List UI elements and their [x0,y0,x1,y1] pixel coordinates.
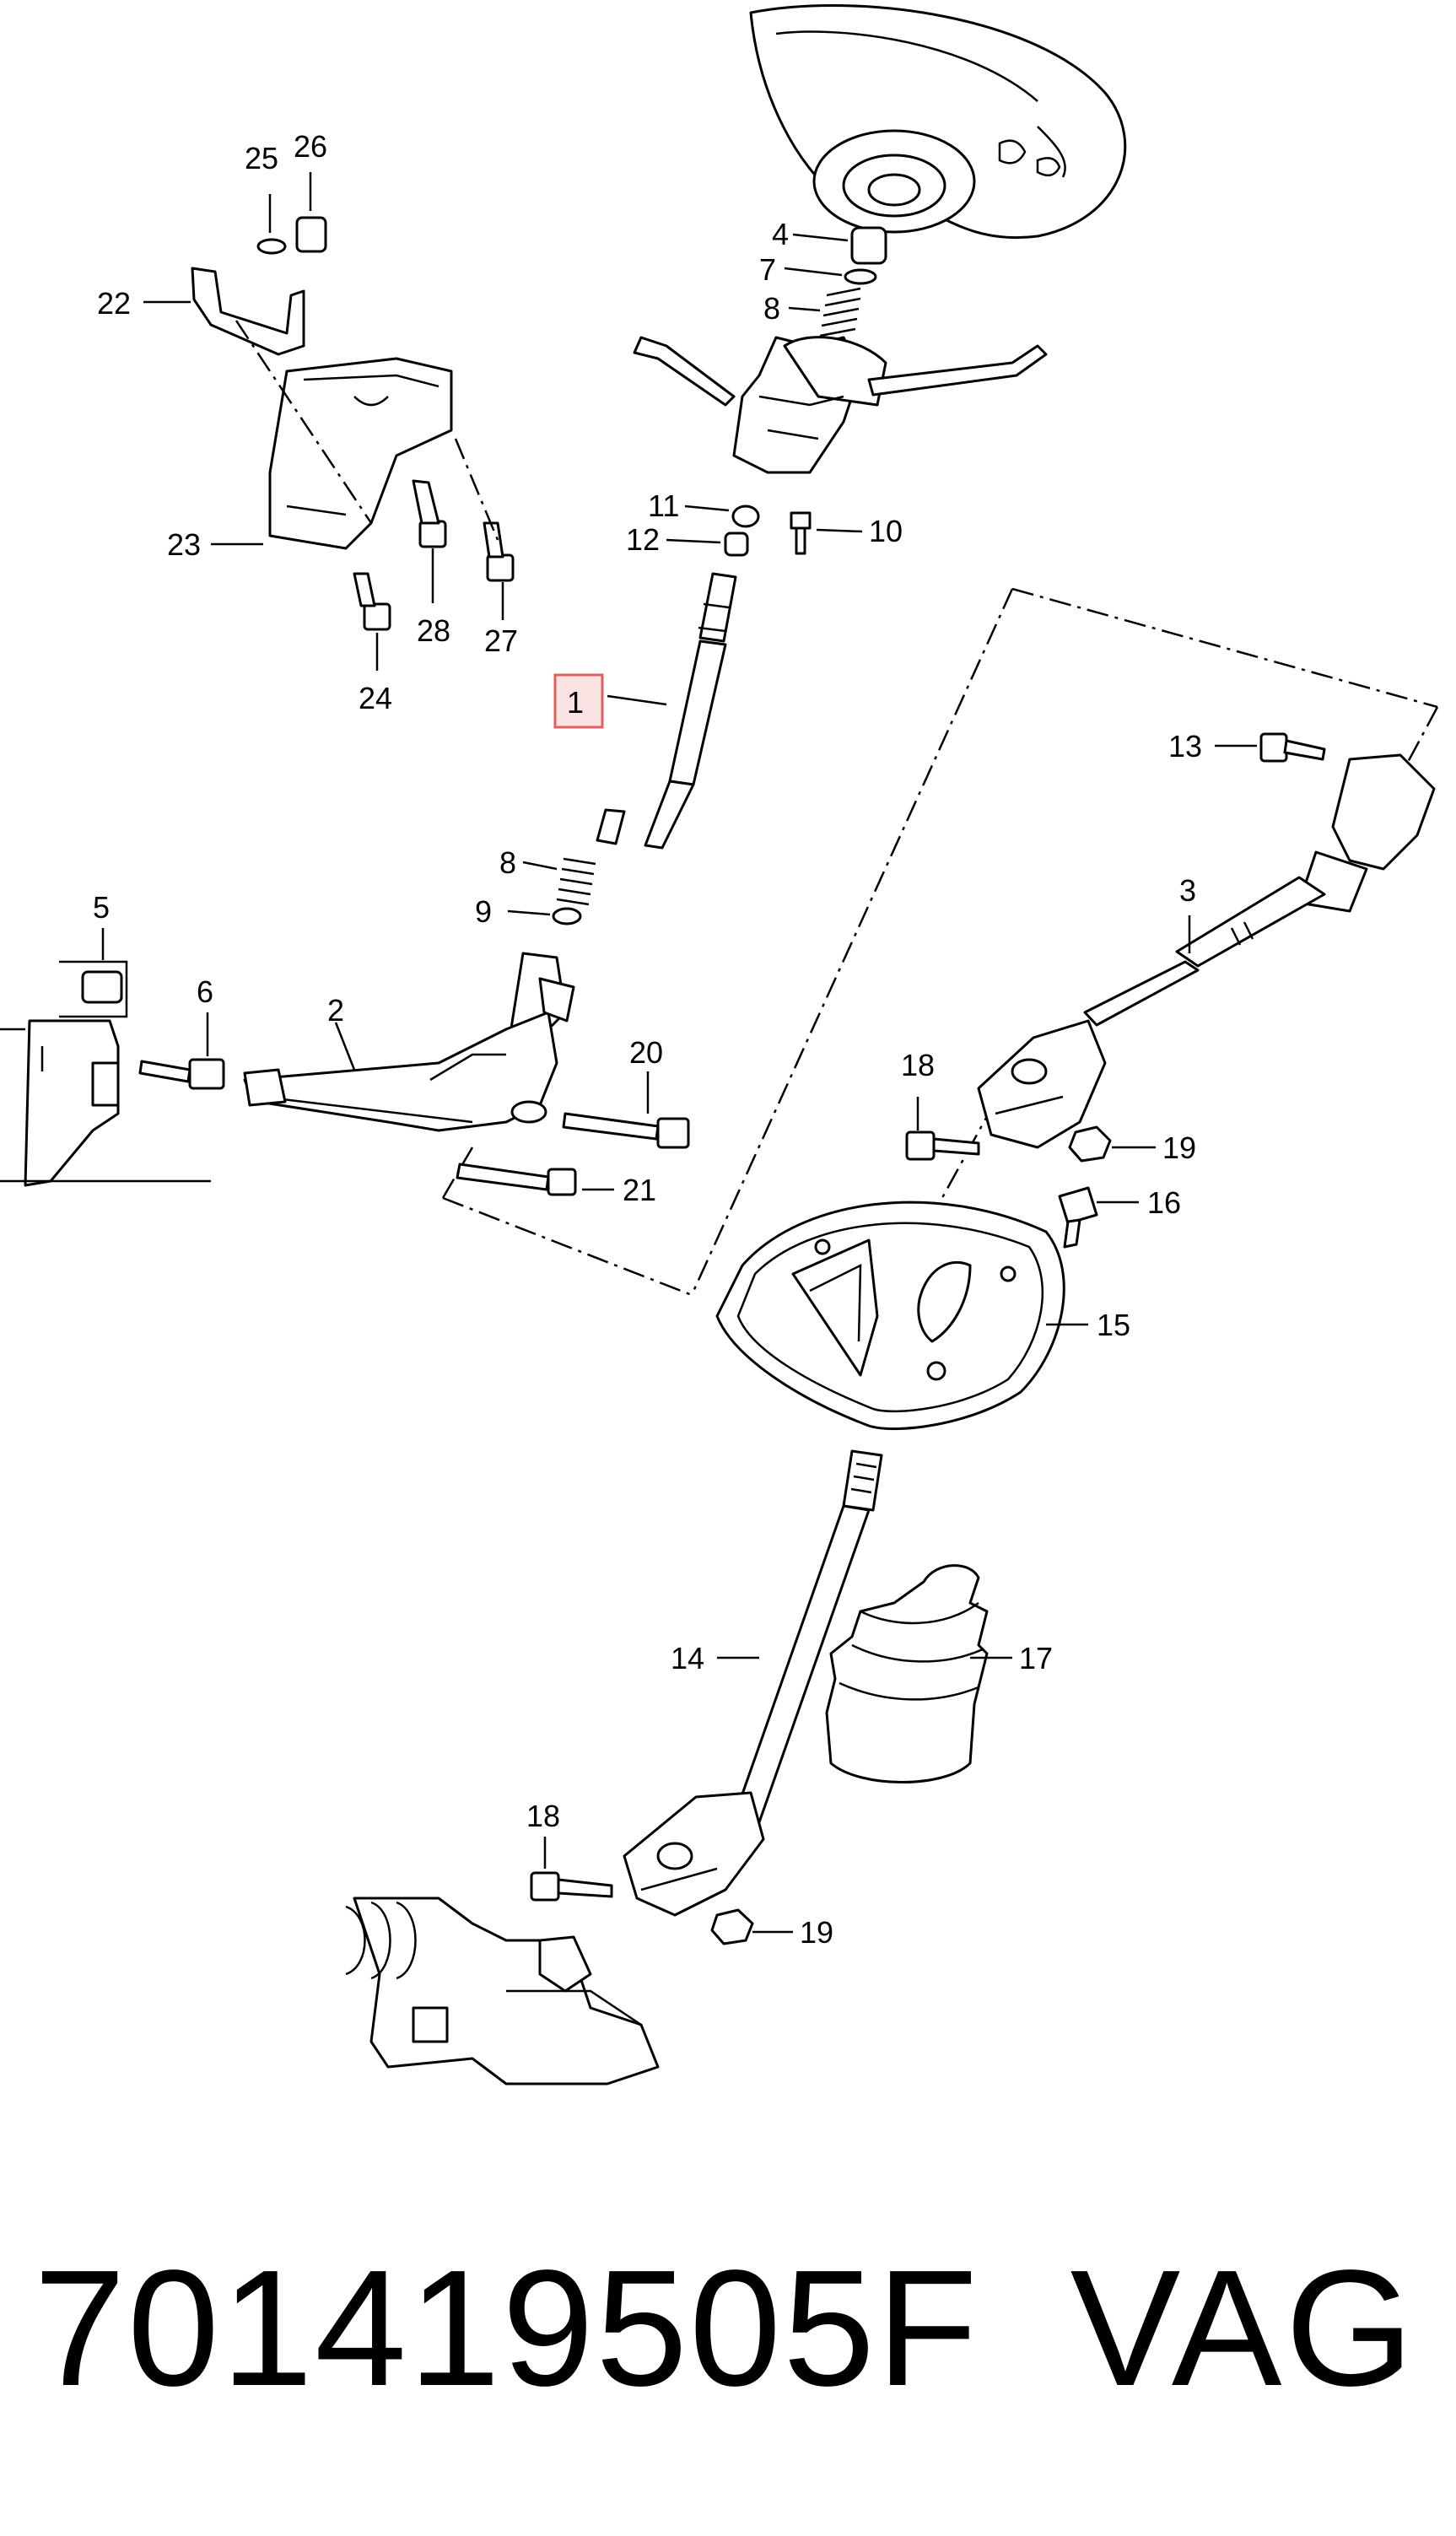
screw-27 [483,521,515,582]
callout-1-highlight: 1 [553,673,604,729]
spring-8-upper [819,287,861,337]
callout-22: 22 [97,286,131,321]
callout-12: 12 [626,522,660,557]
callout-21: 21 [623,1173,656,1207]
callout-17: 17 [1019,1641,1053,1675]
callout-20: 20 [629,1035,663,1070]
washer-9 [552,907,582,925]
callout-23: 23 [167,527,201,562]
callout-15: 15 [1097,1308,1130,1342]
callout-13: 13 [1168,729,1202,763]
callout-7: 7 [759,252,776,287]
steering-column-exploded-diagram: 25 26 22 23 28 27 24 4 7 8 11 12 10 1 8 … [0,4,1439,2085]
screw-6 [138,1058,225,1090]
bolt-21 [456,1163,577,1196]
callout-14: 14 [671,1641,704,1675]
callout-11: 11 [648,488,679,523]
universal-joint-lower [623,1791,765,1917]
spring-8-lower [556,857,596,906]
nut-19-lower [710,1908,754,1945]
bolt-20 [562,1112,690,1149]
ring-7 [844,268,877,285]
combination-switch [633,336,1048,474]
bolt-13 [1259,732,1326,763]
lower-shaft-14 [732,1449,883,1824]
nut-19-upper [1068,1125,1112,1163]
brand-name: VAG [1070,2236,1417,2420]
callout-18-upper: 18 [901,1048,935,1082]
callout-28: 28 [417,613,450,648]
nut-26 [295,216,327,253]
part-info-footer: 701419505F VAG [34,2219,1434,2472]
callout-27: 27 [484,623,518,658]
cover-bracket-23 [268,357,453,550]
callout-19-lower: 19 [800,1915,833,1950]
callout-26: 26 [294,129,327,164]
callout-24: 24 [359,681,392,715]
screw-24 [353,572,391,631]
screw-16 [1058,1186,1098,1249]
bolt-18-upper [905,1130,980,1161]
screw-28 [412,479,447,548]
callout-18-lower: 18 [526,1799,560,1833]
mount-bracket-5 [0,960,211,1187]
callout-2: 2 [327,993,344,1028]
callout-4: 4 [772,217,789,251]
callout-8-upper: 8 [763,291,780,326]
steering-wheel [749,4,1127,239]
bush-12 [724,531,749,557]
callout-9: 9 [475,894,492,929]
clamp-22 [191,267,305,356]
intermediate-shaft-3 [1083,753,1436,1027]
bulkhead-seal-15 [715,1201,1065,1431]
steering-column-shaft-1 [596,572,737,850]
column-bush-4 [850,226,887,265]
callout-25: 25 [245,141,278,175]
bush-11 [731,505,760,528]
callout-10: 10 [869,514,903,548]
screw-10 [790,511,812,555]
callout-6: 6 [197,974,213,1009]
callout-labels: 25 26 22 23 28 27 24 4 7 8 11 12 10 1 8 … [93,129,1202,1950]
universal-joint-upper [977,1019,1107,1149]
callout-1: 1 [567,685,584,720]
bolt-18-lower [530,1871,613,1902]
callout-5: 5 [93,890,110,925]
washer-25 [256,238,287,255]
rubber-boot-17 [825,1564,989,1783]
steering-rack [345,1897,660,2085]
column-bracket-2 [243,952,575,1132]
leader-lines [101,172,1257,1934]
callout-3: 3 [1179,873,1196,908]
part-number: 701419505F [34,2236,979,2420]
callout-8-lower: 8 [499,845,516,880]
callout-16: 16 [1147,1185,1181,1220]
callout-19-upper: 19 [1162,1130,1196,1165]
